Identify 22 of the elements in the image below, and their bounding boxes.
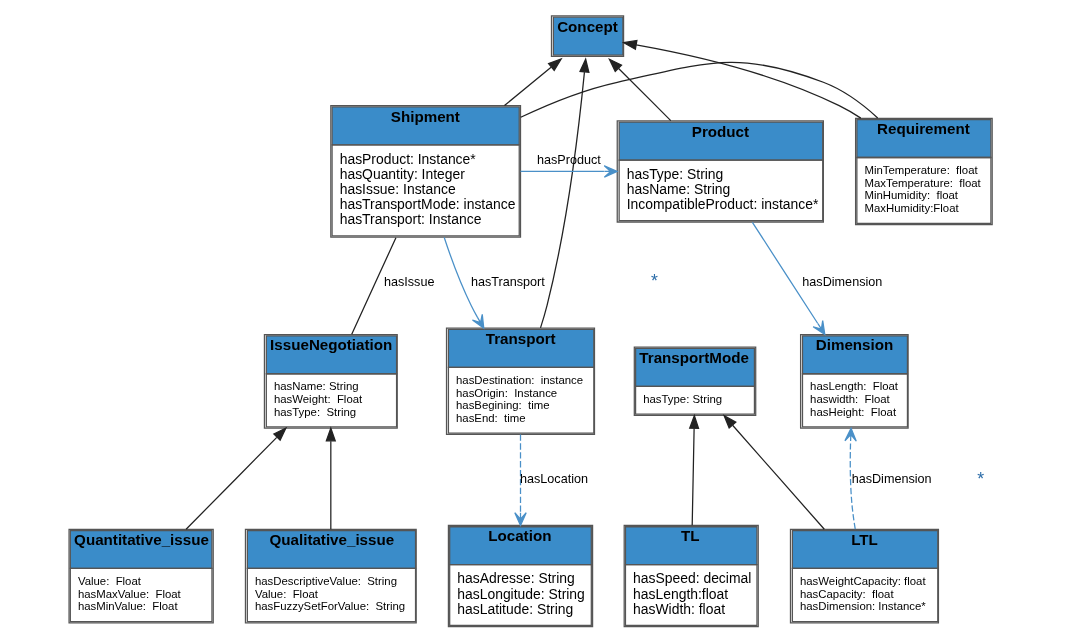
label: * (650, 271, 658, 292)
arrow (325, 426, 336, 530)
arrow (519, 165, 618, 178)
connector (519, 61, 878, 119)
edge-label: hasLocation (519, 472, 588, 487)
arrow (751, 221, 825, 335)
arrow (513, 434, 527, 527)
arrow (443, 236, 484, 329)
arrow (184, 426, 287, 530)
arrow (607, 57, 671, 122)
arrow (688, 413, 699, 526)
edge-label: hasIssue (383, 274, 434, 289)
connector (350, 237, 397, 335)
edge-label: hasDimension (801, 274, 882, 289)
arrow (843, 427, 857, 530)
arrow (621, 39, 861, 119)
arrow (722, 414, 825, 530)
arrow (503, 57, 563, 107)
edge-label: hasDimension (851, 472, 932, 487)
arrow (539, 57, 590, 329)
edge-label: hasTransport (470, 274, 545, 289)
label: * (976, 468, 984, 489)
